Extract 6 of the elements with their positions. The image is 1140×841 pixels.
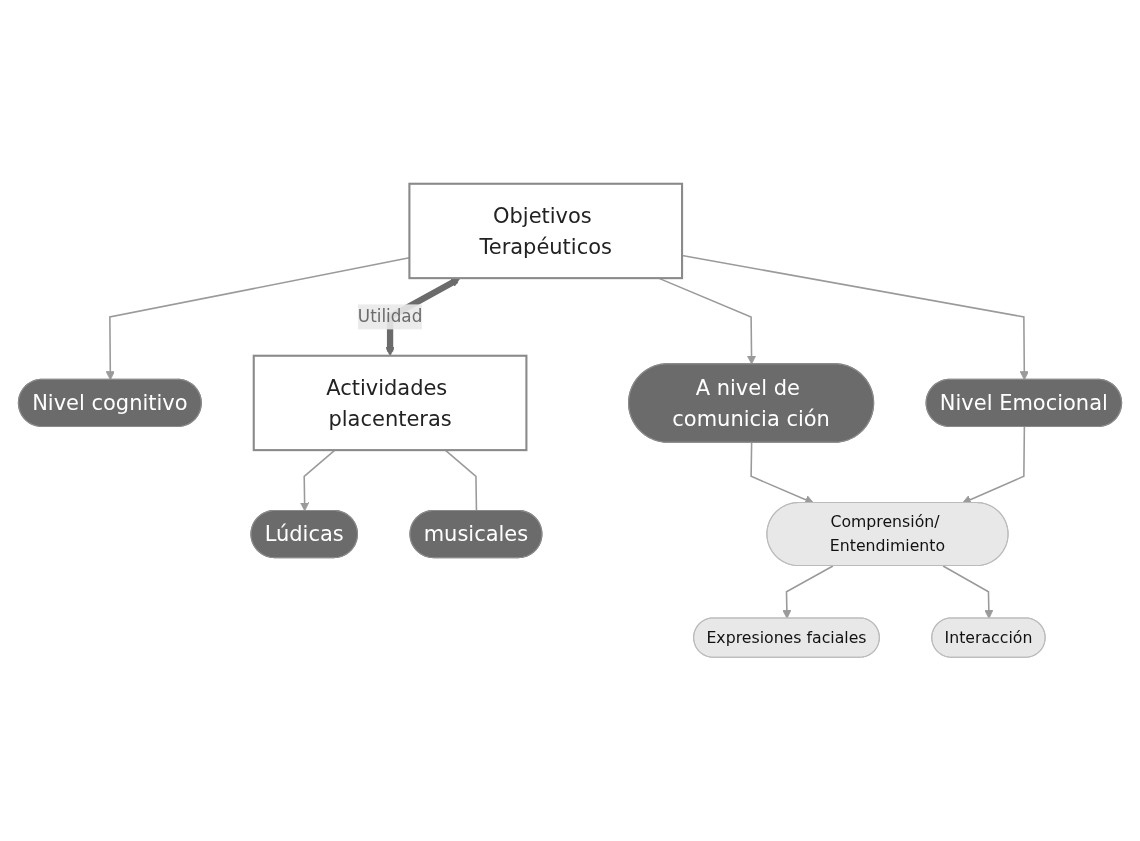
node-box: Actividades placenteras xyxy=(252,354,528,452)
node-box: Objetivos Terapéuticos xyxy=(408,182,684,280)
arrow xyxy=(942,565,994,619)
edge-label: Utilidad xyxy=(357,306,423,327)
arrow xyxy=(961,426,1026,504)
arrow xyxy=(782,565,834,619)
